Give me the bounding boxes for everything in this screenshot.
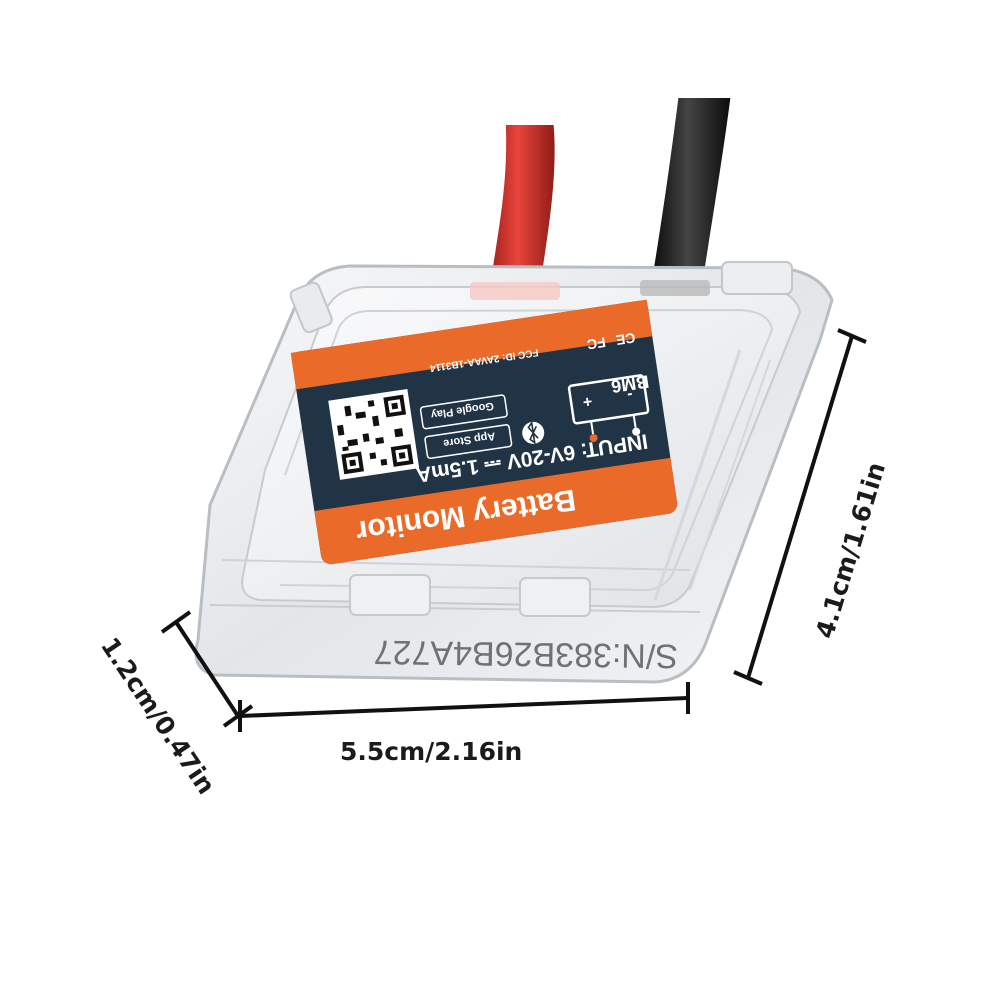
black-wire xyxy=(652,85,732,286)
ce-mark: CE xyxy=(615,330,637,349)
dimension-width-label: 5.5cm/2.16in xyxy=(340,737,522,766)
fcc-mark: FC xyxy=(586,334,607,353)
battery-terminal-graphic: + - xyxy=(567,374,650,442)
qr-code[interactable] xyxy=(328,388,420,480)
device-label: Battery Monitor INPUT: 6V-20V ⎓ 1.5mA BM… xyxy=(290,299,678,565)
dimension-width: 5.5cm/2.16in xyxy=(238,682,690,766)
terminal-plus: + xyxy=(582,392,594,410)
dimension-height-label: 4.1cm/1.61in xyxy=(810,459,891,642)
serial-number: S/N:383B26B4A727 xyxy=(373,633,678,675)
red-wire xyxy=(488,110,555,300)
terminal-minus: - xyxy=(626,386,634,404)
bluetooth-icon xyxy=(522,420,545,445)
